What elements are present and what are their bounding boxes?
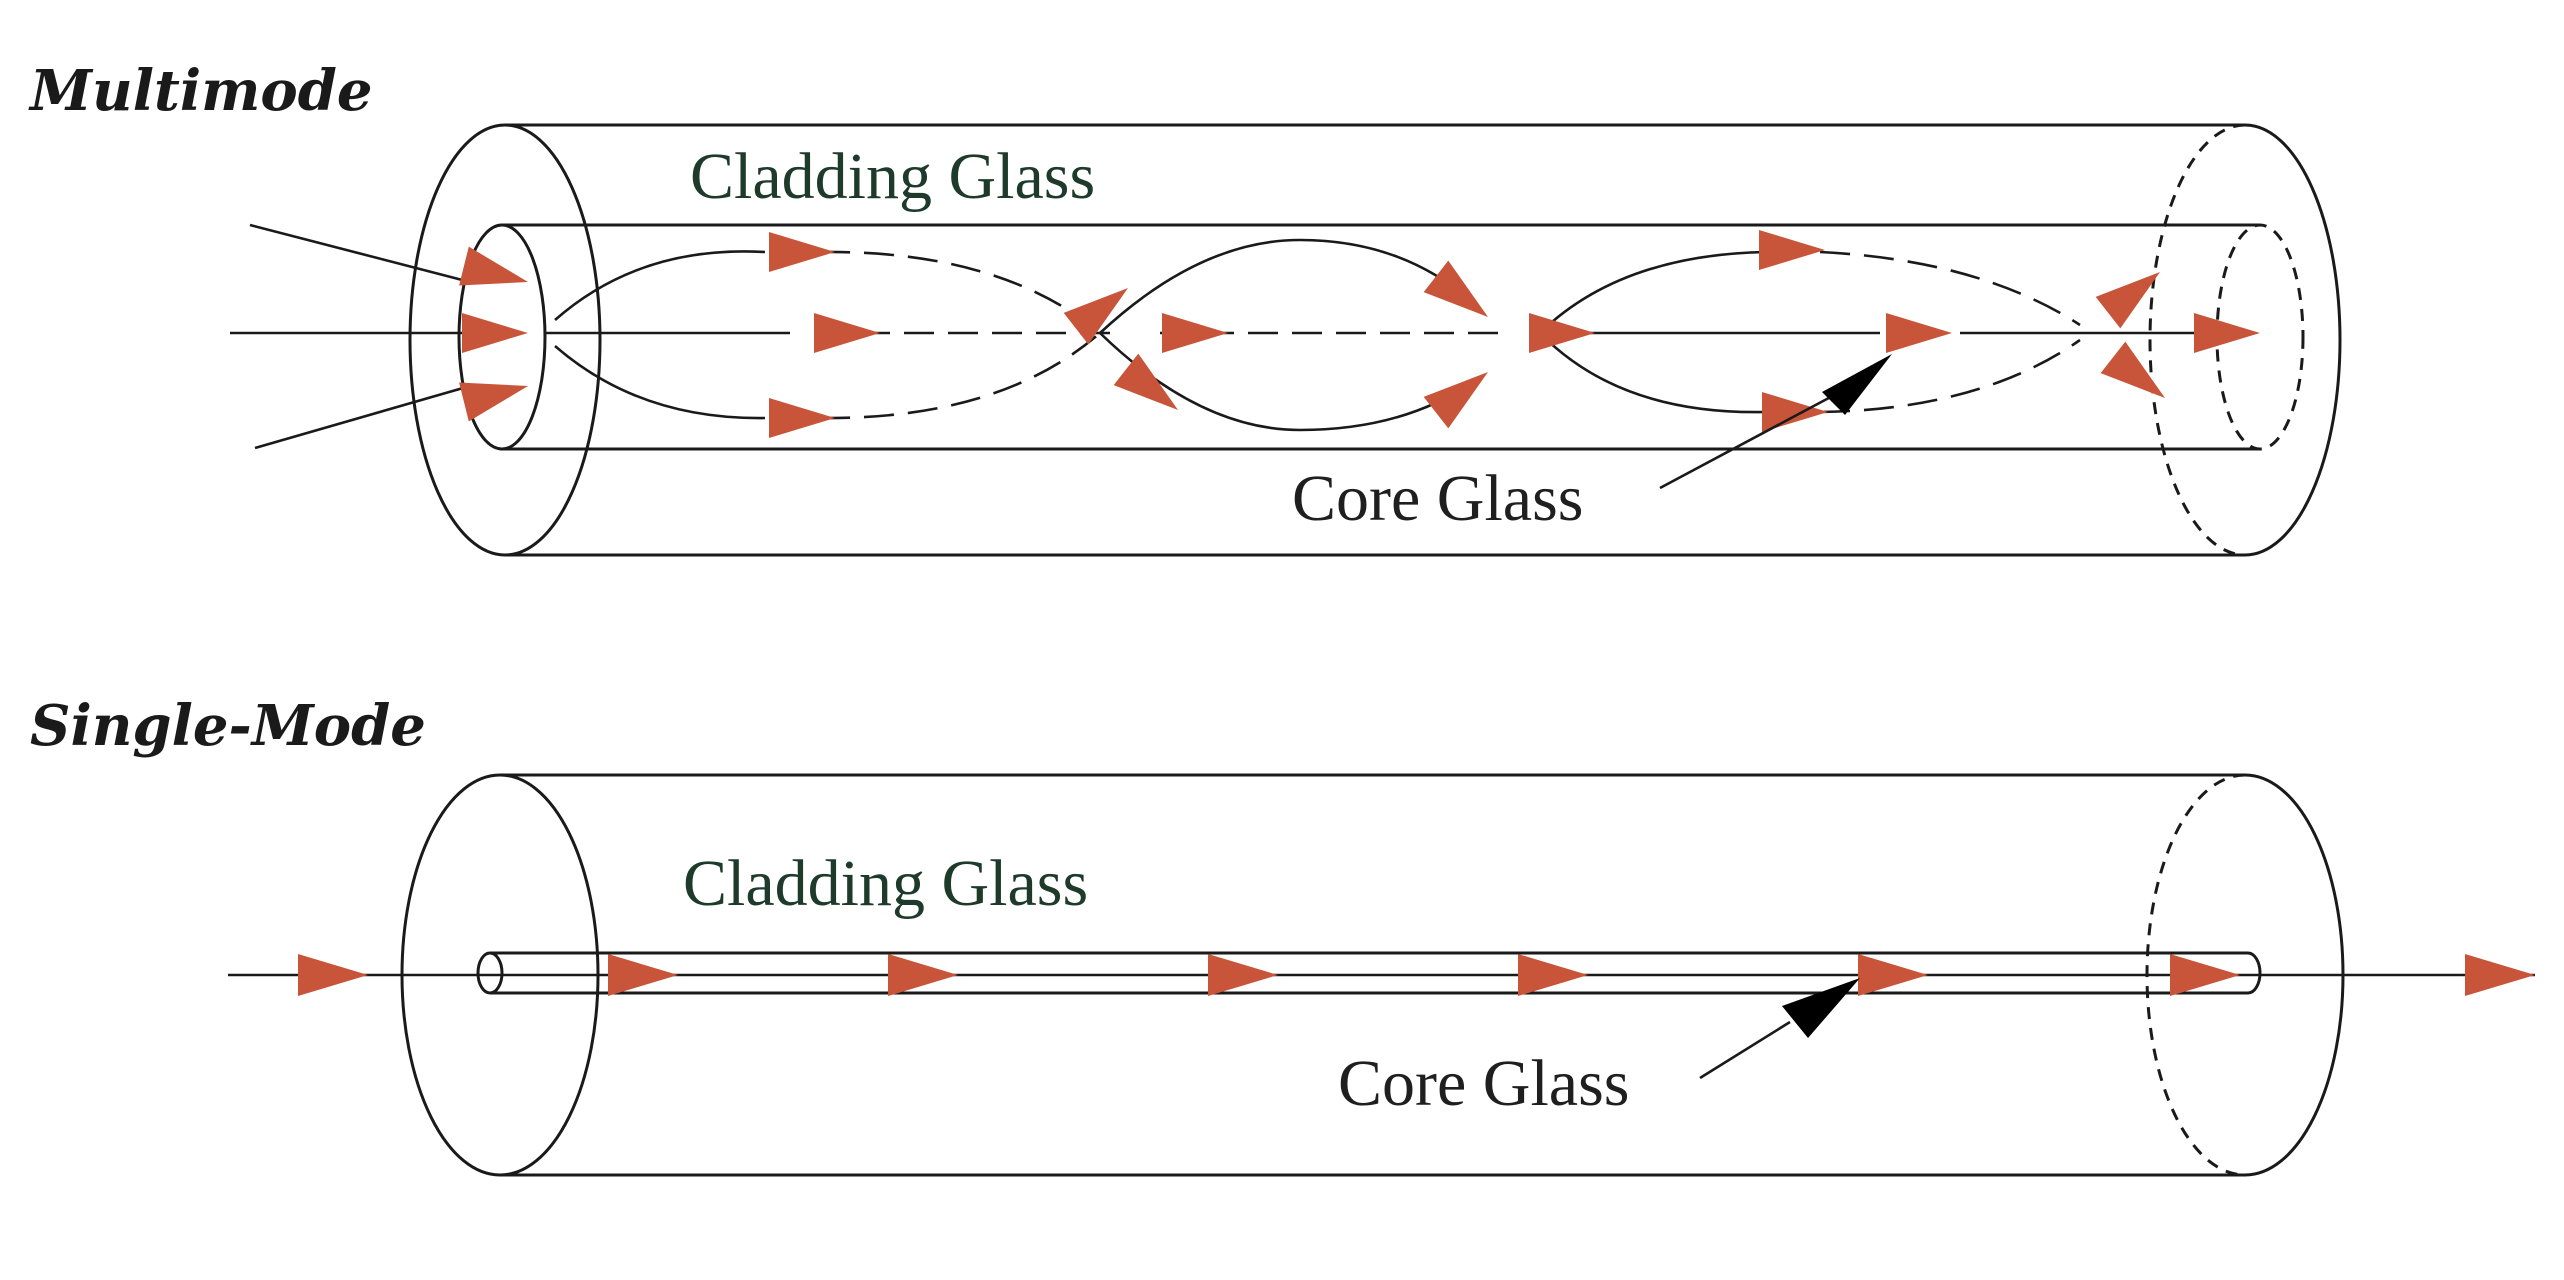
ray-arrow-1 <box>459 246 528 286</box>
ray-arrow-6 <box>1858 954 1928 996</box>
ray-arrow-11 <box>1529 313 1595 353</box>
incoming-ray-upper <box>249 223 471 284</box>
singlemode-core-front-face <box>476 951 504 995</box>
multimode-fiber: Multimode <box>28 58 2342 557</box>
ray-arrow-13 <box>1759 230 1825 270</box>
ray-arrow-17 <box>2194 313 2260 353</box>
multimode-bouncing-ray-b <box>554 238 2081 420</box>
ray-arrow-2 <box>608 954 678 996</box>
incoming-ray-lower <box>254 384 471 450</box>
ray-arrow-14 <box>1886 313 1952 353</box>
ray-arrow-2 <box>462 313 528 353</box>
ray-arrow-10 <box>1423 260 1488 317</box>
singlemode-core-back-face <box>2247 951 2262 995</box>
ray-arrow-7 <box>1063 288 1128 345</box>
pointer-arrowhead <box>1822 354 1892 415</box>
ray-arrow-7 <box>2170 954 2240 996</box>
ray-arrow-4 <box>769 232 835 272</box>
ray-arrow-15 <box>1762 392 1828 432</box>
ray-arrow-5 <box>814 313 880 353</box>
singlemode-cladding-label: Cladding Glass <box>683 847 1088 920</box>
ray-arrow-3 <box>459 382 528 422</box>
multimode-cladding-back-face-front <box>2244 123 2342 557</box>
ray-arrow-4 <box>1208 954 1278 996</box>
ray-arrow-6 <box>769 398 835 438</box>
ray-arrow-12 <box>1423 372 1488 429</box>
singlemode-fiber: Single-Mode Cladding Glass Core Glass <box>30 693 2535 1177</box>
multimode-title: Multimode <box>28 58 373 124</box>
ray-arrow-16 <box>2095 272 2160 329</box>
multimode-core <box>457 223 2305 451</box>
ray-arrow-3 <box>888 954 958 996</box>
singlemode-ray-arrows <box>298 954 2535 996</box>
multimode-core-label: Core Glass <box>1292 462 1583 535</box>
ray-arrow-5 <box>1518 954 1588 996</box>
singlemode-core-label: Core Glass <box>1338 1047 1629 1120</box>
multimode-cladding-front-face <box>408 123 602 557</box>
pointer-arrowhead <box>1782 978 1860 1038</box>
ray-arrow-8 <box>2465 954 2535 996</box>
singlemode-core-pointer <box>1699 978 1860 1080</box>
singlemode-core <box>476 951 2262 995</box>
multimode-ray-arrows <box>459 230 2260 438</box>
multimode-core-pointer <box>1659 354 1892 490</box>
ray-arrow-18 <box>2100 341 2165 398</box>
ray-arrow-8 <box>1162 313 1228 353</box>
singlemode-title: Single-Mode <box>30 693 426 759</box>
multimode-incoming-rays <box>230 223 471 450</box>
multimode-cladding <box>408 123 2342 557</box>
ray-arrow-9 <box>1113 353 1178 410</box>
multimode-cladding-label: Cladding Glass <box>690 140 1095 213</box>
multimode-cladding-back-face-hidden <box>2148 123 2246 557</box>
ray-arrow-1 <box>298 954 368 996</box>
multimode-bouncing-ray-a <box>554 250 2081 432</box>
